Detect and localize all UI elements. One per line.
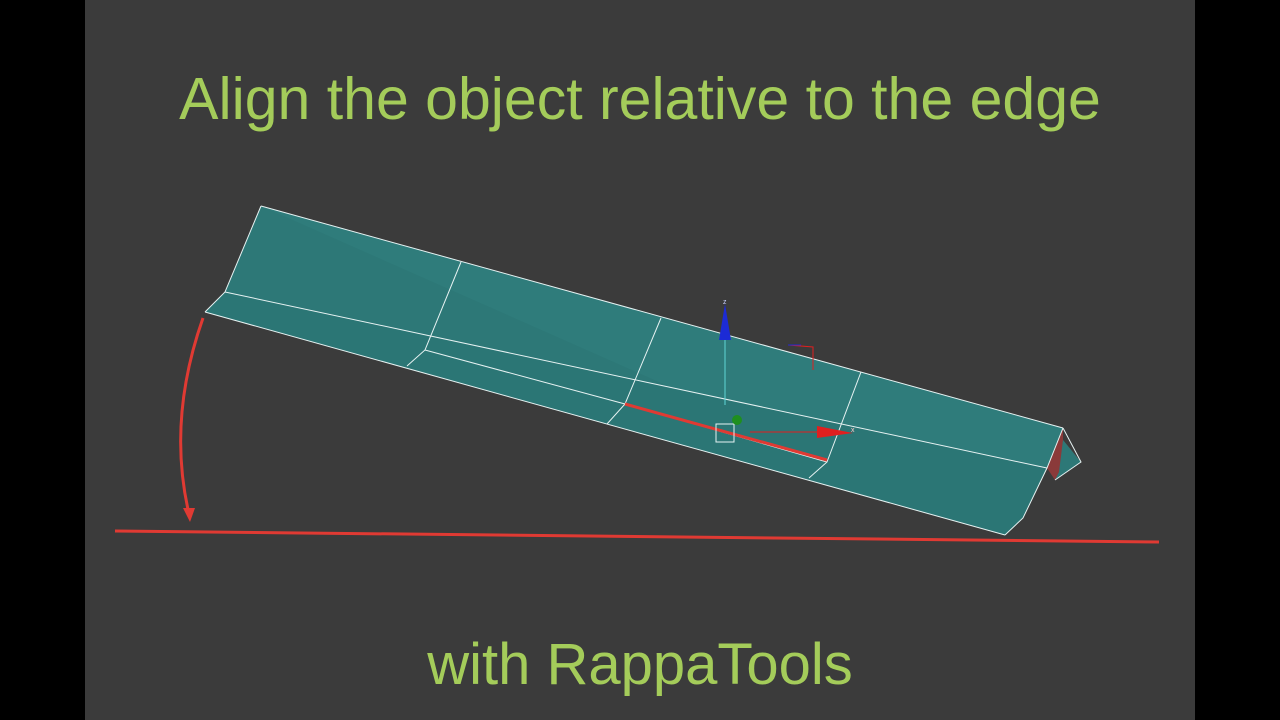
gizmo-x-label: x — [851, 427, 855, 434]
overlay-title: Align the object relative to the edge — [179, 66, 1101, 132]
selected-edge[interactable] — [624, 402, 828, 462]
curved-arrow-icon — [179, 317, 205, 522]
transform-gizmo-icon[interactable]: z x — [715, 299, 855, 443]
mesh-end-lip — [1055, 440, 1081, 480]
pivot-icon — [732, 415, 742, 425]
scene-canvas[interactable]: z x — [85, 0, 1195, 720]
mesh-front-strip[interactable] — [205, 292, 1047, 535]
reference-edge-line[interactable] — [114, 529, 1160, 544]
mesh-top-face[interactable] — [205, 206, 1063, 535]
3d-viewport[interactable]: Align the object relative to the edge — [85, 0, 1195, 720]
gizmo-z-label: z — [723, 299, 727, 306]
overlay-subtitle: with RappaTools — [427, 632, 853, 697]
